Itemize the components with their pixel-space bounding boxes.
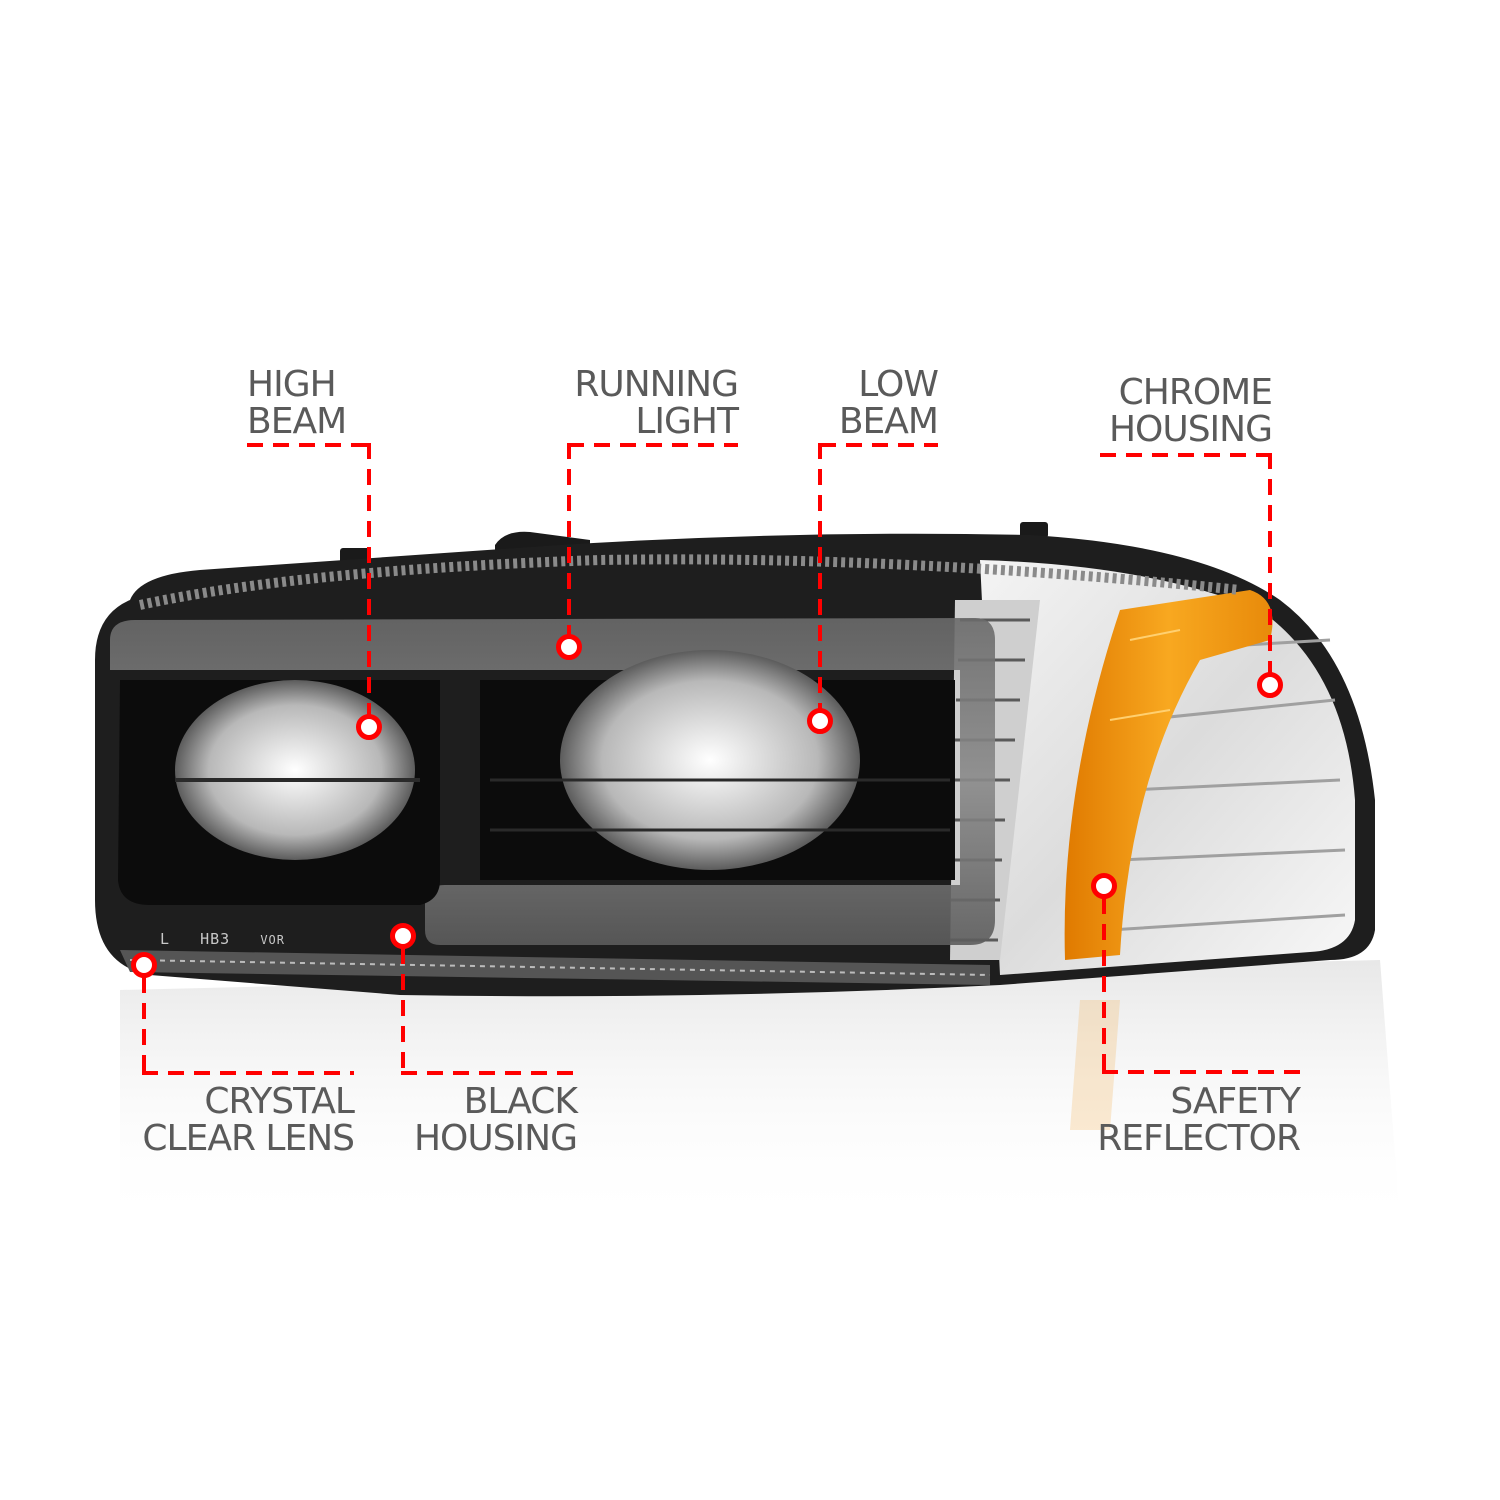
callout-marker-high-beam	[356, 714, 382, 740]
crystal-clear-lens-line1: CRYSTAL	[204, 1081, 355, 1122]
safety-reflector-line1: SAFETY	[1170, 1081, 1301, 1122]
callout-label-running-light: RUNNING LIGHT	[560, 364, 739, 442]
leader-line-chrome-housing-h	[1100, 453, 1272, 457]
leader-line-chrome-housing-v	[1268, 453, 1272, 673]
lens-marking-aim: VOR	[260, 933, 285, 947]
black-housing-line1: BLACK	[463, 1081, 578, 1122]
leader-line-crystal-clear-lens-h	[142, 1071, 354, 1075]
callout-marker-chrome-housing	[1257, 672, 1283, 698]
leader-line-low-beam-h	[820, 443, 938, 447]
leader-line-running-light-h	[568, 443, 738, 447]
leader-line-high-beam-h	[247, 443, 371, 447]
running-light-line1: RUNNING	[574, 364, 739, 405]
leader-line-running-light-v	[567, 443, 571, 635]
callout-label-high-beam: HIGH BEAM	[247, 364, 347, 442]
callout-label-crystal-clear-lens: CRYSTAL CLEAR LENS	[130, 1081, 355, 1159]
low-beam-line1: LOW	[858, 364, 939, 405]
leader-line-crystal-clear-lens-v	[142, 977, 146, 1075]
lens-marking: L HB3 VOR	[160, 930, 285, 948]
callout-label-safety-reflector: SAFETY REFLECTOR	[1090, 1081, 1301, 1159]
high-beam-line2: BEAM	[247, 401, 347, 442]
callout-label-black-housing: BLACK HOUSING	[400, 1081, 578, 1159]
lens-marking-bulb: HB3	[200, 930, 231, 948]
callout-label-low-beam: LOW BEAM	[820, 364, 939, 442]
crystal-clear-lens-line2: CLEAR LENS	[142, 1118, 355, 1159]
high-beam-line1: HIGH	[247, 364, 337, 405]
callout-marker-black-housing	[390, 923, 416, 949]
leader-line-black-housing-h	[401, 1071, 577, 1075]
leader-line-high-beam-v	[367, 443, 371, 715]
chrome-housing-line2: HOUSING	[1108, 409, 1273, 450]
chrome-housing-line1: CHROME	[1118, 372, 1273, 413]
callout-marker-low-beam	[807, 708, 833, 734]
running-light-line2: LIGHT	[635, 401, 739, 442]
callout-label-chrome-housing: CHROME HOUSING	[1090, 372, 1273, 450]
safety-reflector-line2: REFLECTOR	[1097, 1118, 1301, 1159]
callout-marker-safety-reflector	[1091, 873, 1117, 899]
leader-line-black-housing-v	[401, 948, 405, 1075]
black-housing-line2: HOUSING	[413, 1118, 578, 1159]
leader-line-safety-reflector-h	[1102, 1070, 1300, 1074]
callout-marker-running-light	[556, 634, 582, 660]
leader-line-low-beam-v	[818, 443, 822, 709]
leader-line-safety-reflector-v	[1102, 898, 1106, 1074]
lens-marking-side: L	[160, 930, 171, 948]
callout-marker-crystal-clear-lens	[131, 952, 157, 978]
low-beam-line2: BEAM	[838, 401, 939, 442]
